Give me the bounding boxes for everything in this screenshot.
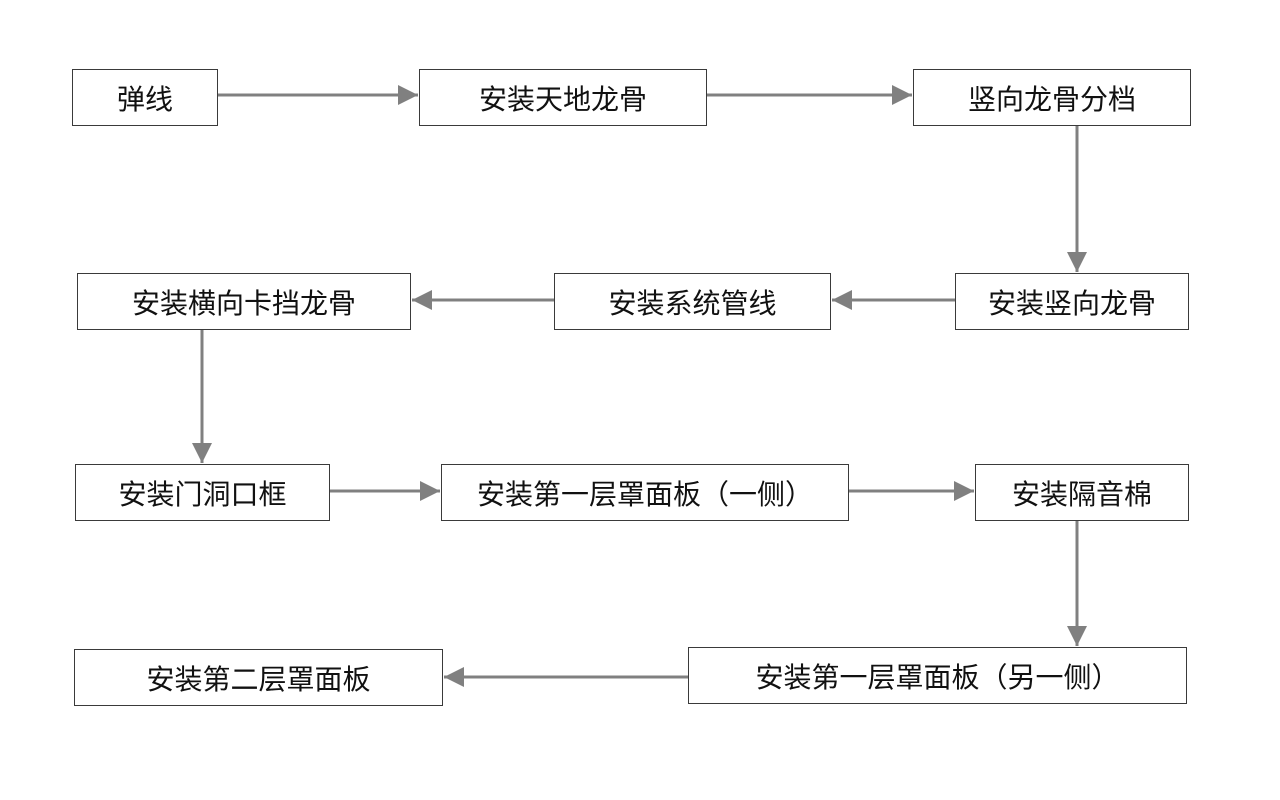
step-label: 安装第二层罩面板: [146, 662, 371, 696]
step-label: 安装横向卡挡龙骨: [131, 286, 356, 320]
step-install-first-panel-other-side: 安装第一层罩面板（另一侧）: [688, 647, 1187, 704]
step-label: 竖向龙骨分档: [967, 82, 1136, 116]
step-label: 安装隔音棉: [1011, 477, 1152, 511]
step-label: 安装第一层罩面板（另一侧）: [755, 660, 1120, 694]
step-install-first-panel-one-side: 安装第一层罩面板（一侧）: [441, 464, 849, 521]
step-install-door-frame: 安装门洞口框: [75, 464, 330, 521]
step-install-sound-insulation: 安装隔音棉: [975, 464, 1189, 521]
step-label: 安装天地龙骨: [478, 82, 647, 116]
step-install-horizontal-bracing-keel: 安装横向卡挡龙骨: [77, 273, 411, 330]
step-install-second-panel: 安装第二层罩面板: [74, 649, 443, 706]
step-label: 安装门洞口框: [118, 477, 287, 511]
step-label: 安装系统管线: [608, 286, 777, 320]
step-label: 安装第一层罩面板（一侧）: [476, 477, 813, 511]
step-install-top-bottom-keel: 安装天地龙骨: [419, 69, 707, 126]
step-label: 安装竖向龙骨: [987, 286, 1156, 320]
step-vertical-keel-spacing: 竖向龙骨分档: [913, 69, 1191, 126]
step-install-system-pipelines: 安装系统管线: [554, 273, 831, 330]
step-install-vertical-keel: 安装竖向龙骨: [955, 273, 1189, 330]
step-label: 弹线: [116, 82, 173, 116]
step-snap-line: 弹线: [72, 69, 218, 126]
